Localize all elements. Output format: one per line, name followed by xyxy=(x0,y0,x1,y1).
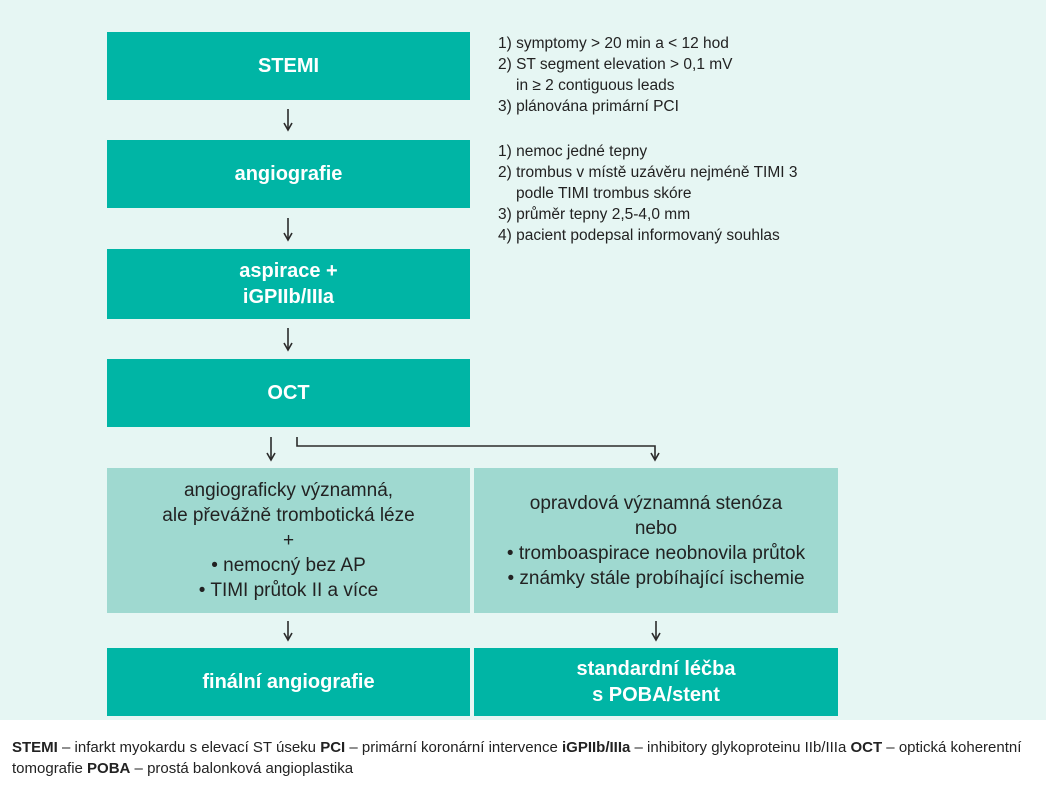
node-left-condition: angiograficky významná, ale převážně tro… xyxy=(107,468,470,613)
legend-def-pci: – primární koronární intervence xyxy=(345,739,562,756)
legend-def-igp: – inhibitory glykoproteinu IIb/IIIa xyxy=(630,739,851,756)
left-condition-line-3: + xyxy=(282,530,295,551)
node-oct: OCT xyxy=(107,359,470,427)
abbreviation-legend: STEMI – infarkt myokardu s elevací ST ús… xyxy=(12,737,1036,779)
left-condition-line-2: ale převážně trombotická léze xyxy=(162,505,415,526)
legend-abbr-stemi: STEMI xyxy=(12,739,58,756)
node-right-condition: opravdová významná stenóza nebo • trombo… xyxy=(474,468,838,613)
legend-abbr-igp: iGPIIb/IIIa xyxy=(561,739,631,756)
node-angiografie: angiografie xyxy=(107,140,470,208)
right-condition-line-2: nebo xyxy=(634,517,678,539)
criteria-angio-item-4: 4) pacient podepsal informovaný souhlas xyxy=(498,227,780,244)
legend-abbr-pci: PCI xyxy=(320,739,346,756)
left-condition-line-1: angiograficky významná, xyxy=(183,480,394,501)
node-final-angiografie: finální angiografie xyxy=(107,648,470,716)
right-condition-line-1: opravdová významná stenóza xyxy=(529,492,783,514)
legend-def-poba: – prostá balonková angioplastika xyxy=(130,760,354,777)
criteria-angio-item-2-continued: podle TIMI trombus skóre xyxy=(516,185,692,202)
criteria-angio-item-1: 1) nemoc jedné tepny xyxy=(498,143,648,160)
node-aspirace-line-1: aspirace + xyxy=(239,260,338,282)
legend-abbr-oct: OCT xyxy=(850,739,883,756)
legend-def-stemi: – infarkt myokardu s elevací ST úseku xyxy=(57,739,321,756)
node-angiografie-label: angiografie xyxy=(234,163,343,185)
left-condition-line-4: • nemocný bez AP xyxy=(211,555,366,576)
node-standard-line-1: standardní léčba xyxy=(576,658,736,680)
left-condition-line-5: • TIMI průtok II a více xyxy=(198,580,379,601)
criteria-angio-list: 1) nemoc jedné tepny 2) trombus v místě … xyxy=(498,141,798,246)
node-stemi: STEMI xyxy=(107,32,470,100)
legend-def-oct: – optická koherentní tomografie xyxy=(12,739,1022,777)
node-oct-label: OCT xyxy=(267,382,310,404)
node-aspirace: aspirace + iGPIIb/IIIa xyxy=(107,249,470,319)
criteria-stemi-list: 1) symptomy > 20 min a < 12 hod 2) ST se… xyxy=(498,33,733,117)
criteria-angio-item-2: 2) trombus v místě uzávěru nejméně TIMI … xyxy=(498,164,798,181)
criteria-stemi-item-1: 1) symptomy > 20 min a < 12 hod xyxy=(498,35,729,52)
node-standard-treatment: standardní léčba s POBA/stent xyxy=(474,648,838,716)
right-condition-line-4: • známky stále probíhající ischemie xyxy=(507,567,805,589)
node-final-angiografie-label: finální angiografie xyxy=(202,671,375,693)
criteria-stemi-item-3: 3) plánována primární PCI xyxy=(498,98,679,115)
criteria-angio-item-3: 3) průměr tepny 2,5-4,0 mm xyxy=(498,206,691,223)
node-aspirace-line-2: iGPIIb/IIIa xyxy=(242,286,335,308)
criteria-stemi-item-2: 2) ST segment elevation > 0,1 mV xyxy=(498,56,733,73)
criteria-stemi-item-2-continued: in ≥ 2 contiguous leads xyxy=(516,77,675,94)
node-stemi-label: STEMI xyxy=(257,55,320,77)
right-condition-line-3: • tromboaspirace neobnovila průtok xyxy=(506,542,806,564)
legend-abbr-poba: POBA xyxy=(87,760,131,777)
node-standard-line-2: s POBA/stent xyxy=(592,684,720,706)
